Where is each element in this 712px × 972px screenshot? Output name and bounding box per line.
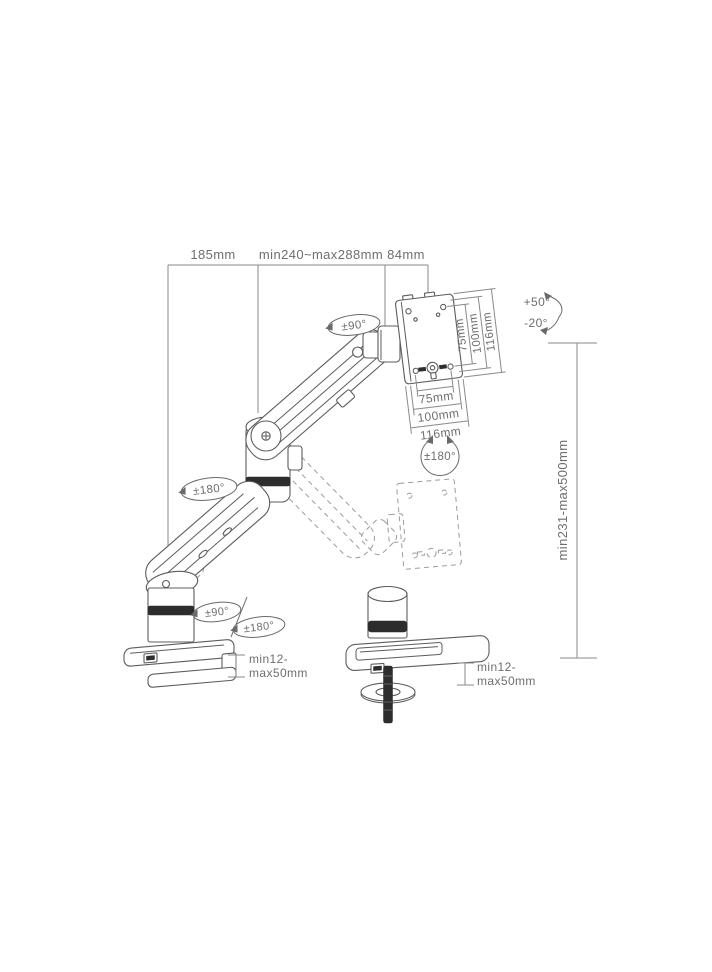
dim-height-label: min231-max500mm [555,440,570,561]
tilt-up-label: +50° [524,295,551,309]
shoulder-joint [145,570,199,643]
vesa-vertical-dimensions: 75mm 100mm 116mm [447,288,506,378]
monitor-arm [123,325,401,688]
clamp-lower-jaw [147,666,237,688]
vesa-75-horizontal-label: 75mm [418,388,454,406]
arm-slot [198,549,208,559]
tilt-arrow-up-icon [544,292,552,300]
tilt-down-label: -20° [524,316,548,330]
head-rotate-annotation: ±180° [420,435,460,476]
vesa-116-vertical-label: 116mm [481,311,498,352]
base-swivel-annotation: ±90° ±180° [190,596,286,638]
head-swivel-label: ±90° [341,318,368,333]
head-rotate-label: ±180° [424,451,456,463]
dim-head-label: 84mm [387,247,425,262]
grommet-bolt [383,665,393,724]
vesa-100-horizontal-label: 100mm [417,406,460,425]
ghost-vesa-plate [396,478,462,570]
vesa-116-horizontal-label: 116mm [419,424,462,443]
vesa-hole [447,363,454,370]
cable-clip [336,389,355,408]
rotate-arrow-left-icon [426,435,433,444]
head-swivel-annotation: ±90° [325,314,381,336]
elbow-swivel-label: ±180° [192,482,225,498]
vesa-plate: 75mm 100mm 116mm 75mm 100mm 116mm [395,288,506,443]
dim-arm-reach-label: min240~max288mm [259,247,383,262]
vesa-75-vertical-label: 75mm [454,318,470,353]
desk-left-label-line1: min12- [249,652,288,666]
vesa-hole [405,308,412,315]
vesa-100-vertical-label: 100mm [467,313,484,355]
desk-thickness-right: min12- max50mm [457,660,536,688]
base-rotation-band [367,620,408,633]
desk-left-label-line2: max50mm [249,666,308,680]
elbow-swivel-annotation: ±180° [178,477,238,501]
base-recess [355,642,443,661]
vesa-hole [435,312,441,317]
desk-right-label-line1: min12- [477,660,516,674]
vesa-hole [413,317,418,322]
tilt-arrow-down-icon [540,327,548,335]
top-width-dimensions: 185mm min240~max288mm 84mm [167,247,429,558]
tilt-annotation: +50° -20° [524,292,563,335]
swivel-arrow-icon [230,624,238,633]
swivel-arrow-icon [190,609,198,618]
quick-release-latch [418,361,447,380]
arm-slot [222,527,232,536]
base-swivel-label: ±90° [204,605,230,620]
swivel-arrow-icon [325,322,333,331]
vesa-hole [412,367,419,374]
height-dimension: min231-max500mm [548,342,597,659]
grommet-base [345,585,490,724]
elbow-cap [250,420,282,452]
ghost-head-joint [360,518,398,556]
base-rotate-label: ±180° [243,620,275,636]
desk-clamp-base [123,639,237,688]
rotate-arrow-right-icon [447,435,454,444]
vesa-hole [440,303,447,311]
desk-thickness-left: min12- max50mm [228,652,308,680]
shoulder-rotation-band [147,605,195,616]
swivel-arrow-icon [178,486,186,495]
dim-arm-rear-label: 185mm [190,247,235,262]
arm-hole [352,346,364,358]
vesa-horizontal-dimensions: 75mm 100mm 116mm [405,370,470,443]
desk-right-label-line2: max50mm [477,674,536,688]
